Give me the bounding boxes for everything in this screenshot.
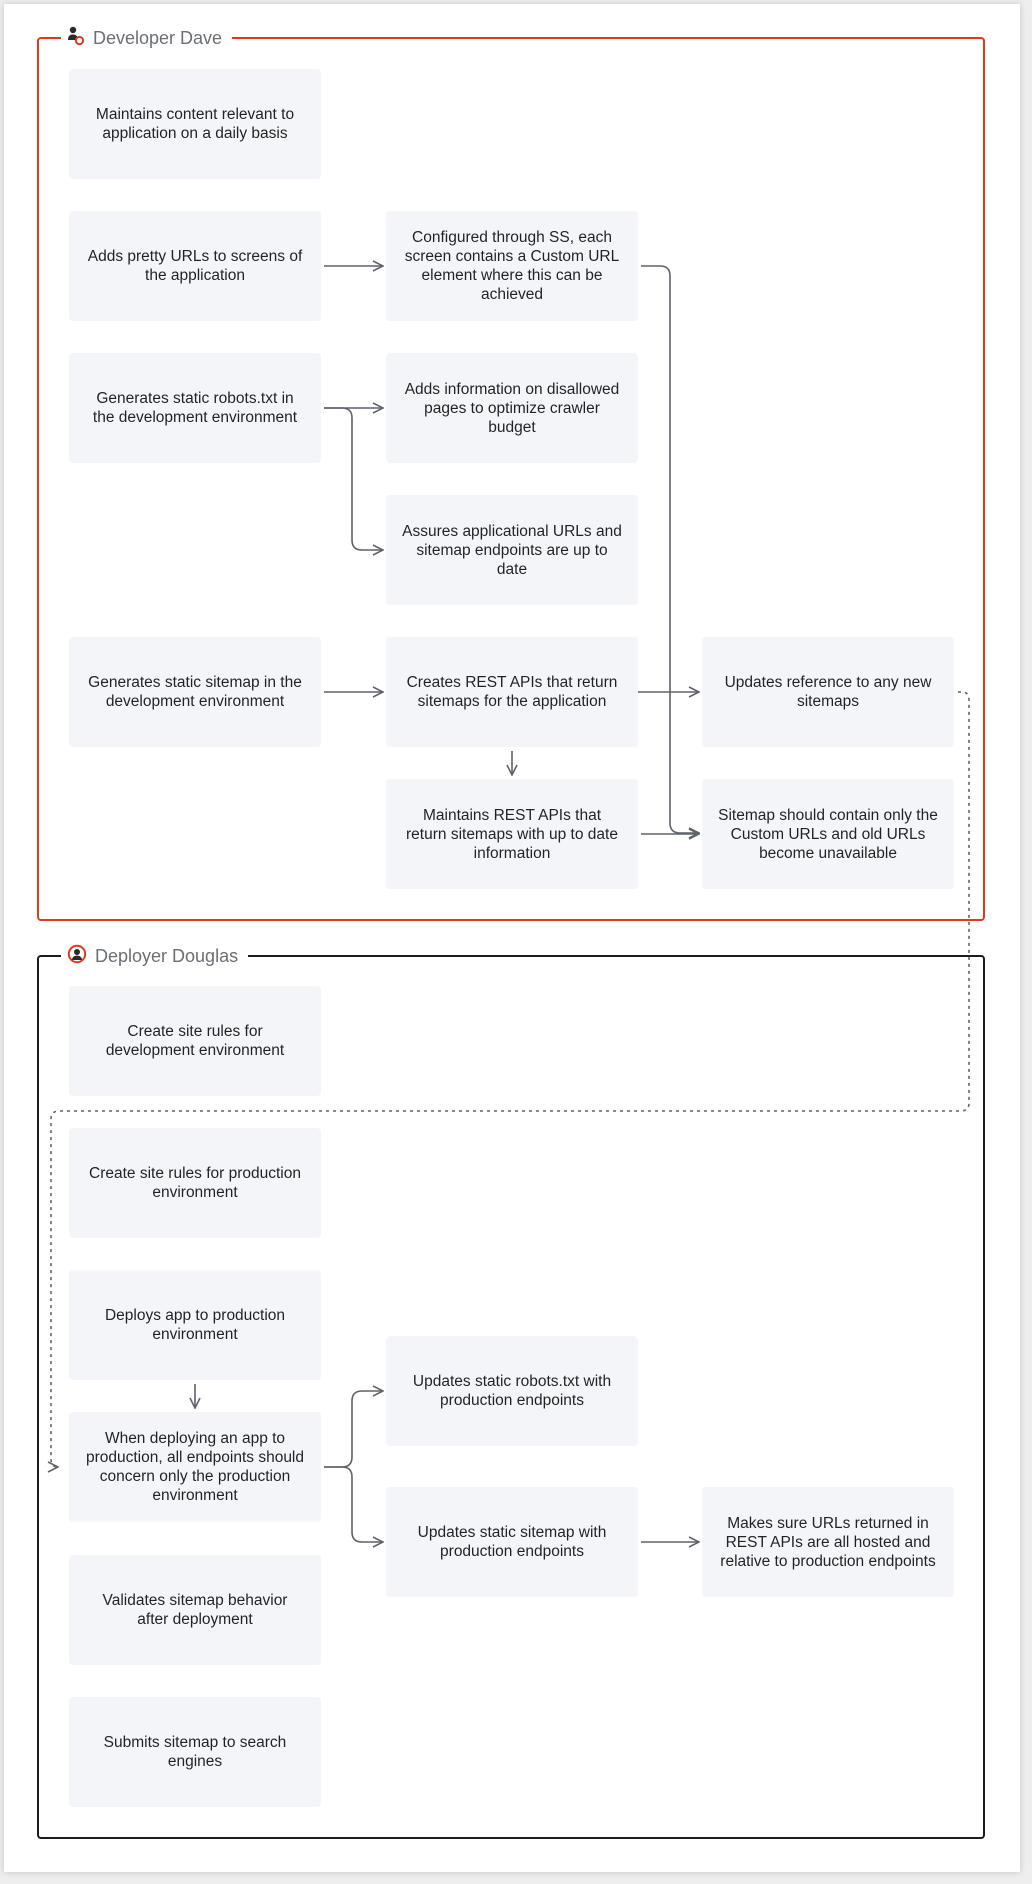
- node-label: Generates static sitemap in the developm…: [88, 674, 302, 710]
- node-label: Create site rules for production environ…: [89, 1165, 301, 1201]
- node-maintains-rest-apis: Maintains REST APIs that return sitemaps…: [386, 779, 638, 889]
- node-label: Makes sure URLs returned in REST APIs ar…: [720, 1514, 936, 1570]
- node-deploying-to-production: When deploying an app to production, all…: [69, 1412, 321, 1522]
- node-label: Submits sitemap to search engines: [103, 1734, 287, 1770]
- node-site-rules-dev: Create site rules for development enviro…: [69, 986, 321, 1096]
- node-label: Adds information on disallowed pages to …: [404, 380, 620, 436]
- node-label: Maintains content relevant to applicatio…: [95, 106, 295, 142]
- node-label: Generates static robots.txt in the devel…: [92, 390, 298, 426]
- node-label: Configured through SS, each screen conta…: [404, 229, 620, 303]
- node-updates-reference: Updates reference to any new sitemaps: [702, 637, 954, 747]
- node-label: Maintains REST APIs that return sitemaps…: [406, 806, 618, 862]
- node-label: Validates sitemap behavior after deploym…: [102, 1592, 288, 1628]
- node-updates-sitemap: Updates static sitemap with production e…: [386, 1487, 638, 1597]
- node-label: When deploying an app to production, all…: [85, 1430, 304, 1504]
- lane-title-developer: Developer Dave: [93, 27, 223, 48]
- node-label: Updates static robots.txt with productio…: [412, 1373, 612, 1409]
- node-label: Assures applicational URLs and sitemap e…: [402, 522, 622, 578]
- lane-title-deployer: Deployer Douglas: [95, 945, 239, 966]
- lane-header-deployer: Deployer Douglas: [61, 943, 249, 969]
- node-deploys-app: Deploys app to production environment: [69, 1270, 321, 1380]
- developer-person-icon: [67, 26, 85, 51]
- node-site-rules-prod: Create site rules for production environ…: [69, 1128, 321, 1238]
- node-label: Creates REST APIs that return sitemaps f…: [406, 674, 618, 710]
- node-validates-sitemap: Validates sitemap behavior after deploym…: [69, 1555, 321, 1665]
- node-assures-urls: Assures applicational URLs and sitemap e…: [386, 495, 638, 605]
- node-label: Updates static sitemap with production e…: [417, 1524, 607, 1560]
- node-updates-robots: Updates static robots.txt with productio…: [386, 1336, 638, 1446]
- node-label: Adds pretty URLs to screens of the appli…: [87, 248, 303, 284]
- deployer-person-icon: [67, 944, 87, 969]
- lane-header-developer: Developer Dave: [61, 25, 233, 51]
- node-label: Deploys app to production environment: [104, 1307, 286, 1343]
- node-makes-sure-urls: Makes sure URLs returned in REST APIs ar…: [702, 1487, 954, 1597]
- node-maintains-content: Maintains content relevant to applicatio…: [69, 69, 321, 179]
- node-configured-through-ss: Configured through SS, each screen conta…: [386, 211, 638, 321]
- node-sitemap-custom-urls: Sitemap should contain only the Custom U…: [702, 779, 954, 889]
- node-generates-robots: Generates static robots.txt in the devel…: [69, 353, 321, 463]
- node-generates-sitemap: Generates static sitemap in the developm…: [69, 637, 321, 747]
- node-label: Updates reference to any new sitemaps: [724, 674, 932, 710]
- node-adds-pretty-urls: Adds pretty URLs to screens of the appli…: [69, 211, 321, 321]
- node-label: Create site rules for development enviro…: [105, 1023, 285, 1059]
- node-label: Sitemap should contain only the Custom U…: [718, 806, 938, 862]
- node-creates-rest-apis: Creates REST APIs that return sitemaps f…: [386, 637, 638, 747]
- node-disallowed-pages: Adds information on disallowed pages to …: [386, 353, 638, 463]
- node-submits-sitemap: Submits sitemap to search engines: [69, 1697, 321, 1807]
